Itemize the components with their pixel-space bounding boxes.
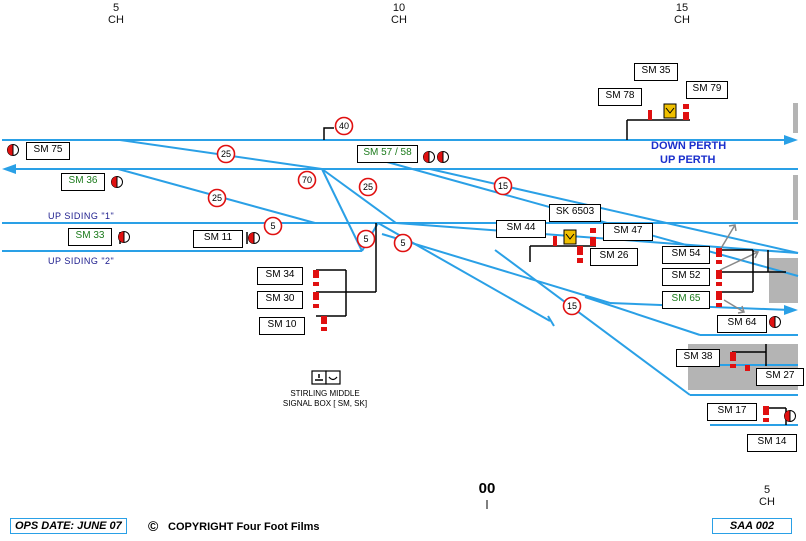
signal-label-sm47: SM 47 (603, 223, 653, 241)
chainage-unit: CH (108, 14, 124, 26)
speed-marker-15: 15 (493, 176, 513, 196)
speed-marker-5: 5 (393, 233, 413, 253)
speed-marker-5: 5 (263, 216, 283, 236)
platform-edge-upper (793, 103, 798, 133)
speed-marker-40: 40 (334, 116, 354, 136)
signal-label-sm35: SM 35 (634, 63, 678, 81)
chainage-number: 5 (112, 2, 120, 14)
chainage-unit: CH (759, 496, 775, 508)
signal-box-name: STIRLING MIDDLE (290, 389, 360, 398)
svg-text:5: 5 (400, 238, 405, 248)
crossover-up-siding2 (321, 168, 363, 252)
chainage-unit: CH (674, 14, 690, 26)
svg-text:5: 5 (270, 221, 275, 231)
copyright-symbol: © (148, 518, 159, 534)
signal-label-sm79: SM 79 (686, 81, 728, 99)
signal-label-sm52: SM 52 (662, 268, 710, 286)
arrow-up-perth (2, 164, 16, 174)
signal-box-icon (311, 370, 341, 385)
signal-label-sm26: SM 26 (590, 248, 638, 266)
signal-label-sm30: SM 30 (257, 291, 303, 309)
svg-text:15: 15 (567, 301, 577, 311)
crossover-up-branch-a (321, 168, 397, 224)
signal-label-sm44: SM 44 (496, 220, 546, 238)
svg-text:25: 25 (363, 182, 373, 192)
svg-text:40: 40 (339, 121, 349, 131)
position-light-signals (7, 144, 796, 422)
line-label-down-perth: DOWN PERTH (651, 140, 727, 152)
speed-marker-25: 25 (216, 144, 236, 164)
signal-heads (313, 104, 769, 422)
speed-markers: 40 25 70 25 25 15 5 5 5 15 (207, 116, 582, 316)
signal-label-sm14: SM 14 (747, 434, 797, 452)
platform-block-right (769, 258, 798, 303)
speed-marker-25: 25 (358, 177, 378, 197)
signal-posts (119, 119, 787, 425)
signal-label-sm17: SM 17 (707, 403, 757, 421)
speed-marker-70: 70 (297, 170, 317, 190)
speed-marker-25: 25 (207, 188, 227, 208)
signal-label-sk6503: SK 6503 (549, 204, 601, 222)
chainage-number: 10 (392, 2, 406, 14)
signal-label-sm65: SM 65 (662, 291, 710, 309)
signal-label-sm54: SM 54 (662, 246, 710, 264)
track-right-253 (395, 222, 799, 254)
svg-text:70: 70 (302, 175, 312, 185)
chainage-number: 15 (675, 2, 689, 14)
track-lower-335 (584, 296, 701, 336)
signal-label-sm34: SM 34 (257, 267, 303, 285)
signal-label-sm64: SM 64 (717, 315, 767, 333)
track-diag-303 (381, 233, 611, 304)
track-diag-395 (494, 249, 691, 396)
ops-date: OPS DATE: JUNE 07 (10, 518, 127, 534)
signal-label-sm27: SM 27 (756, 368, 804, 386)
arrow-down-perth (784, 135, 798, 145)
svg-text:15: 15 (498, 181, 508, 191)
chainage-unit: CH (391, 14, 407, 26)
signal-box-codes: SIGNAL BOX [ SM, SK] (282, 399, 368, 408)
mileage-marker: 00 (478, 480, 496, 497)
copyright-text: COPYRIGHT Four Foot Films (168, 521, 320, 533)
diagram-reference: SAA 002 (712, 518, 792, 534)
signal-label-sm38: SM 38 (676, 349, 720, 367)
signal-label-sm33: SM 33 (68, 228, 112, 246)
ground-signals (563, 103, 677, 245)
stop-block (547, 315, 555, 327)
direction-arrows (2, 135, 798, 315)
platform-edge-middle (793, 175, 798, 220)
speed-marker-5: 5 (356, 229, 376, 249)
signal-label-sm75: SM 75 (26, 142, 70, 160)
svg-text:25: 25 (221, 149, 231, 159)
svg-text:25: 25 (212, 193, 222, 203)
signal-label-sm57-58: SM 57 / 58 (357, 145, 418, 163)
chainage-number: 5 (763, 484, 771, 496)
signal-label-sm78: SM 78 (598, 88, 642, 106)
route-indicator-arrows (719, 224, 760, 314)
speed-marker-15: 15 (562, 296, 582, 316)
arrow-right-310 (784, 305, 798, 315)
signal-label-sm10: SM 10 (259, 317, 305, 335)
line-label-up-perth: UP PERTH (660, 154, 716, 166)
signal-box-caption: STIRLING MIDDLE SIGNAL BOX [ SM, SK] (265, 389, 385, 409)
line-label-up-siding-2: UP SIDING "2" (48, 256, 115, 266)
line-label-up-siding-1: UP SIDING "1" (48, 211, 115, 221)
svg-text:5: 5 (363, 234, 368, 244)
track-right-upper (429, 168, 799, 254)
signal-label-sm11: SM 11 (193, 230, 243, 248)
signal-label-sm36: SM 36 (61, 173, 105, 191)
